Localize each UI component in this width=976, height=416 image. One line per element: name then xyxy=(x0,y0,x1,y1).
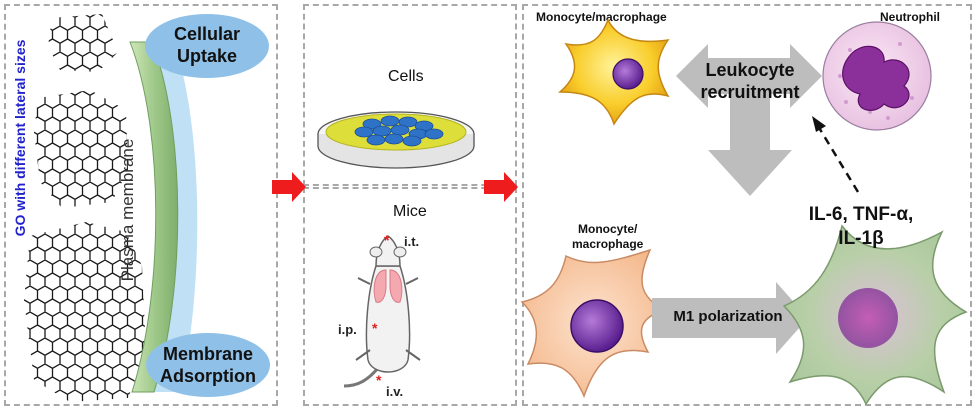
cell-cluster xyxy=(354,115,444,147)
polarization-arrow xyxy=(652,282,808,354)
red-arrow-left xyxy=(272,172,306,202)
monocyte-top-label: Monocyte/macrophage xyxy=(536,10,667,24)
route-star-ip: * xyxy=(372,320,378,336)
uptake-ellipse xyxy=(145,14,269,78)
graphene-sheet-large xyxy=(24,222,146,402)
mouse-illustration xyxy=(343,235,421,388)
recruitment-label-2: recruitment xyxy=(700,82,800,102)
immune-panel xyxy=(522,4,972,406)
lungs xyxy=(373,269,403,303)
adsorption-label-1: Membrane xyxy=(162,344,254,364)
route-it-label: i.t. xyxy=(404,234,420,249)
cells-panel xyxy=(303,4,517,186)
recruitment-label-1: Leukocyte xyxy=(705,60,795,80)
adsorption-label-2: Adsorption xyxy=(160,366,256,386)
route-ip-label: i.p. xyxy=(338,322,357,337)
graphene-sheet-small xyxy=(48,14,118,72)
cytokines-label-2: IL-1β xyxy=(838,228,884,249)
polarization-label: M1 polarization xyxy=(673,308,783,325)
graphene-sheet-medium xyxy=(34,90,128,208)
down-arrow xyxy=(708,94,792,196)
adsorption-ellipse xyxy=(146,333,270,397)
petri-dish xyxy=(317,111,475,169)
monocyte-bottom-label-2: macrophage xyxy=(572,237,644,251)
monocyte-bottom-label-1: Monocyte/ xyxy=(578,222,638,236)
mice-panel xyxy=(303,187,517,406)
neutrophil-granules xyxy=(838,42,914,120)
red-arrow-right xyxy=(484,172,518,202)
mice-label: Mice xyxy=(393,203,427,220)
cytokines-label-1: IL-6, TNF-α, xyxy=(808,204,914,225)
uptake-label-1: Cellular xyxy=(173,24,241,44)
route-star-iv: * xyxy=(376,372,382,388)
route-iv-label: i.v. xyxy=(386,384,404,399)
neutrophil-label: Neutrophil xyxy=(880,10,940,24)
plasma-membrane xyxy=(129,41,179,393)
neutrophil-nucleus xyxy=(842,45,910,111)
go-panel xyxy=(4,4,278,406)
monocyte-top-nucleus xyxy=(612,58,644,90)
m1-macrophage-nucleus xyxy=(838,288,898,348)
cytokine-arrow xyxy=(816,125,860,193)
recruitment-double-arrow xyxy=(676,44,822,108)
monocyte-bottom-nucleus xyxy=(570,299,624,353)
cells-label: Cells xyxy=(388,68,424,85)
route-star-it: * xyxy=(384,232,390,248)
uptake-label-2: Uptake xyxy=(176,46,238,66)
